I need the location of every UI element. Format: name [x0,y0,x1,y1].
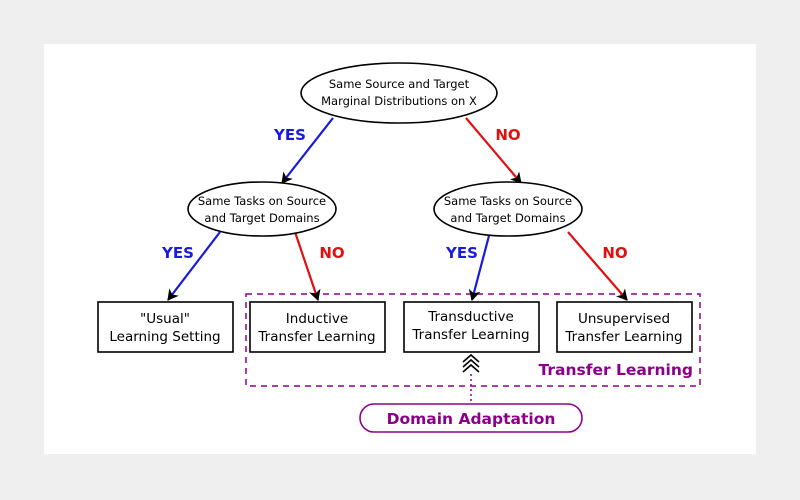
right-question-line1: Same Tasks on Source [444,194,572,208]
leaf-transductive-box [403,301,540,353]
edge-right-yes [468,231,492,301]
right-question-node [433,181,583,237]
root-question-line1: Same Source and Target [329,77,470,91]
edge-label-root-yes: YES [273,126,306,144]
leaf-usual-line1: "Usual" [140,311,190,327]
leaf-unsupervised-box [556,301,693,353]
leaf-inductive-line1: Inductive [286,311,348,327]
leaf-transductive-line1: Transductive [427,309,514,325]
edge-right-no [567,231,628,301]
left-question-line1: Same Tasks on Source [198,194,326,208]
domain-adaptation-box [359,403,583,433]
edge-label-left-yes: YES [161,244,194,262]
leaf-inductive-box [249,301,386,353]
edge-label-left-no: NO [319,244,344,262]
root-question-line2: Marginal Distributions on X [321,94,477,108]
leaf-unsupervised-line1: Unsupervised [578,311,670,327]
edge-root-no [465,117,522,184]
left-question-node [187,181,337,237]
edge-label-right-yes: YES [445,244,478,262]
transfer-learning-label: Transfer Learning [538,361,693,379]
edge-label-right-no: NO [602,244,627,262]
edge-left-yes [167,231,221,301]
leaf-inductive-line2: Transfer Learning [257,329,375,345]
edge-left-no [293,231,321,301]
edge-root-yes [281,117,334,184]
right-question-line2: and Target Domains [450,211,565,225]
transfer-learning-group-box [245,293,701,387]
triple-chevron-up-icon [462,353,480,373]
left-question-line2: and Target Domains [204,211,319,225]
domain-adaptation-label: Domain Adaptation [387,410,556,428]
edge-label-root-no: NO [495,126,520,144]
leaf-usual-learning-box [97,301,234,353]
leaf-usual-line2: Learning Setting [109,329,220,345]
leaf-transductive-line2: Transfer Learning [411,327,529,343]
root-question-node [300,62,498,124]
leaf-unsupervised-line2: Transfer Learning [564,329,682,345]
